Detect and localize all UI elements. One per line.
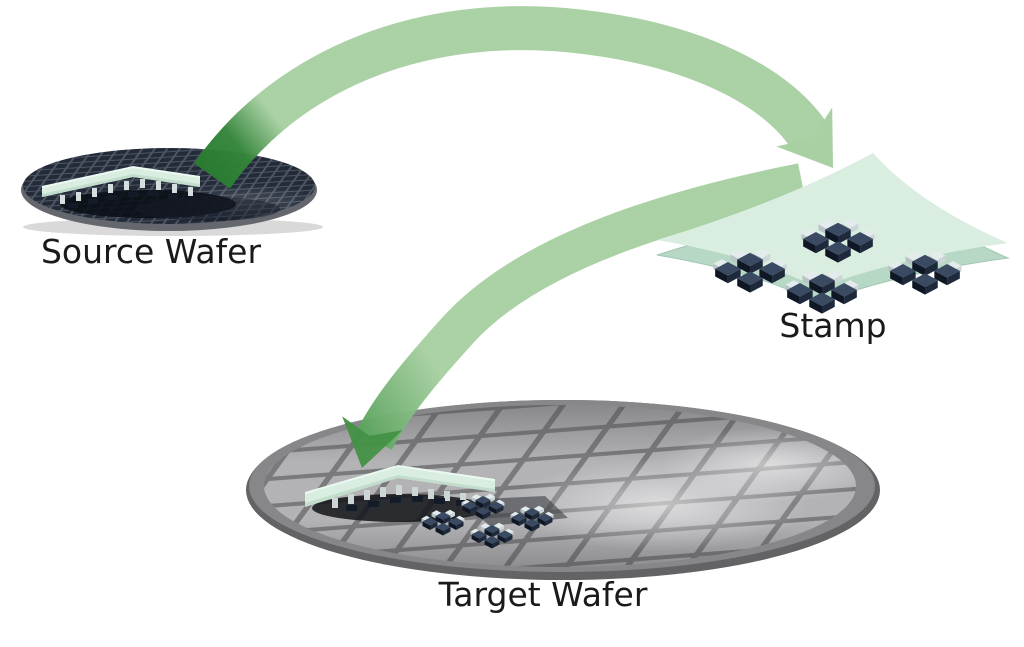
arrow-stamp-to-target-band	[356, 163, 806, 451]
stamp-illustration	[656, 153, 1010, 314]
arrow-source-to-stamp-band	[193, 6, 833, 189]
stamp-label: Stamp	[779, 306, 887, 345]
pickup-shadow-spread	[136, 197, 280, 221]
target-wafer-label: Target Wafer	[438, 575, 648, 614]
stamp-on-source	[42, 166, 200, 197]
source-wafer-illustration	[21, 148, 323, 236]
source-wafer-label: Source Wafer	[40, 232, 262, 271]
printed-chip-row	[332, 485, 467, 511]
arrow-stamp-to-target	[342, 163, 806, 468]
arrow-source-to-stamp-head	[776, 107, 833, 168]
stamp-on-target	[305, 465, 495, 507]
arrow-source-to-stamp	[193, 6, 833, 189]
arrow-stamp-to-target-head	[342, 416, 403, 468]
target-wafer-illustration	[246, 400, 880, 580]
picked-chip-row	[60, 179, 193, 208]
